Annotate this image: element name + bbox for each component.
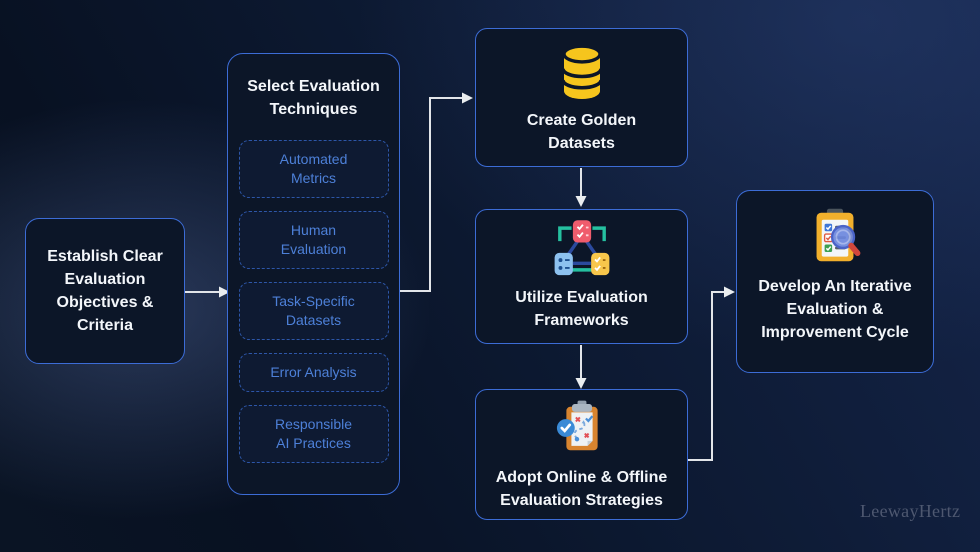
technique-label: Error Analysis bbox=[270, 364, 357, 380]
step-title: Establish Clear Evaluation Objectives & … bbox=[47, 248, 163, 334]
step-utilize-frameworks: Utilize Evaluation Frameworks bbox=[475, 209, 688, 344]
technique-label: Human Evaluation bbox=[280, 222, 347, 257]
step-iterative-cycle: Develop An Iterative Evaluation & Improv… bbox=[736, 190, 934, 373]
step-title: Select Evaluation Techniques bbox=[247, 78, 380, 118]
step-establish-objectives: Establish Clear Evaluation Objectives & … bbox=[25, 218, 185, 364]
framework-network-icon bbox=[554, 220, 609, 276]
step-title: Create Golden Datasets bbox=[526, 112, 637, 152]
arrowhead bbox=[575, 378, 587, 389]
step-title: Adopt Online & Offline Evaluation Strate… bbox=[495, 469, 668, 509]
step-select-techniques: Select Evaluation Techniques Automated M… bbox=[227, 53, 400, 495]
technique-responsible-ai-practices: Responsible AI Practices bbox=[238, 405, 389, 463]
step-create-golden-datasets: Create Golden Datasets bbox=[475, 28, 688, 167]
technique-automated-metrics: Automated Metrics bbox=[238, 140, 389, 198]
arrowhead bbox=[575, 196, 587, 207]
database-icon bbox=[560, 44, 603, 99]
step-title: Utilize Evaluation Frameworks bbox=[515, 289, 648, 329]
strategy-clipboard-icon bbox=[556, 400, 598, 451]
clipboard-magnifier-icon bbox=[816, 208, 861, 262]
connector-techniques-to-golden bbox=[400, 97, 462, 292]
step-title: Develop An Iterative Evaluation & Improv… bbox=[758, 278, 912, 341]
technique-error-analysis: Error Analysis bbox=[238, 353, 389, 392]
technique-label: Task-Specific Datasets bbox=[272, 293, 355, 328]
technique-human-evaluation: Human Evaluation bbox=[238, 211, 389, 269]
brand-watermark: LeewayHertz bbox=[860, 501, 961, 521]
arrowhead bbox=[724, 286, 735, 298]
technique-label: Automated Metrics bbox=[279, 151, 348, 186]
arrowhead bbox=[462, 92, 473, 104]
connector-strategies-to-cycle bbox=[688, 291, 724, 461]
technique-task-specific-datasets: Task-Specific Datasets bbox=[238, 282, 389, 340]
technique-label: Responsible AI Practices bbox=[274, 416, 353, 451]
step-adopt-strategies: Adopt Online & Offline Evaluation Strate… bbox=[475, 389, 688, 520]
